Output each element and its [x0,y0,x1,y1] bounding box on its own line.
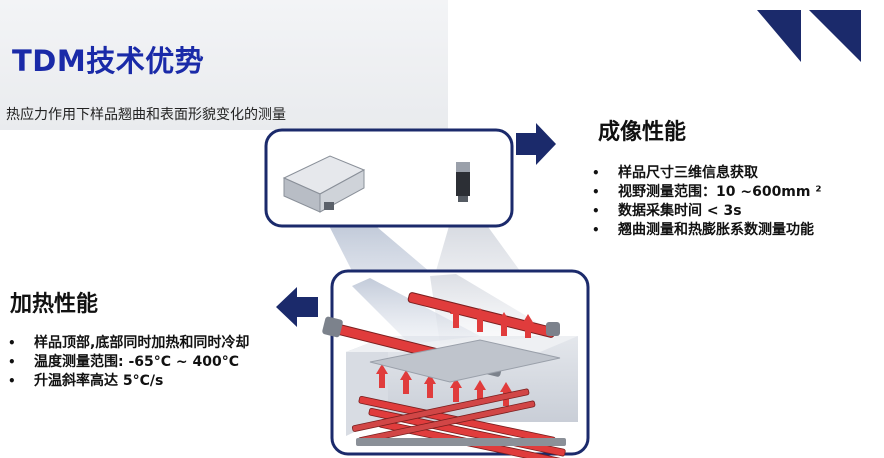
heating-bullet-list: •样品顶部,底部同时加热和同时冷却 •温度测量范围: -65°C ~ 400°C… [6,334,249,391]
list-item: •升温斜率高达 5°C/s [8,373,164,389]
logo-mark-icon [757,10,861,62]
list-item: •视野测量范围：10 ~600mm ² [592,184,822,200]
projector [282,155,366,213]
arrow-left-icon [276,287,318,327]
camera [456,162,470,202]
arrow-right-icon [516,123,556,165]
heater-base [356,438,566,446]
imaging-title: 成像性能 [598,120,687,145]
page-subtitle: 热应力作用下样品翘曲和表面形貌变化的测量 [6,107,286,123]
equipment-illustration [264,128,590,458]
header-band [0,0,448,130]
heating-title: 加热性能 [10,292,99,317]
list-item: •温度测量范围: -65°C ~ 400°C [8,354,240,370]
list-item: •翘曲测量和热膨胀系数测量功能 [592,222,814,238]
imaging-bullet-list: •样品尺寸三维信息获取 •视野测量范围：10 ~600mm ² •数据采集时间 … [590,164,822,240]
list-item: •数据采集时间 < 3s [592,203,742,219]
list-item: •样品顶部,底部同时加热和同时冷却 [8,335,250,351]
sample-plate [369,339,561,383]
list-item: •样品尺寸三维信息获取 [592,165,758,181]
page-title: TDM技术优势 [12,44,205,78]
